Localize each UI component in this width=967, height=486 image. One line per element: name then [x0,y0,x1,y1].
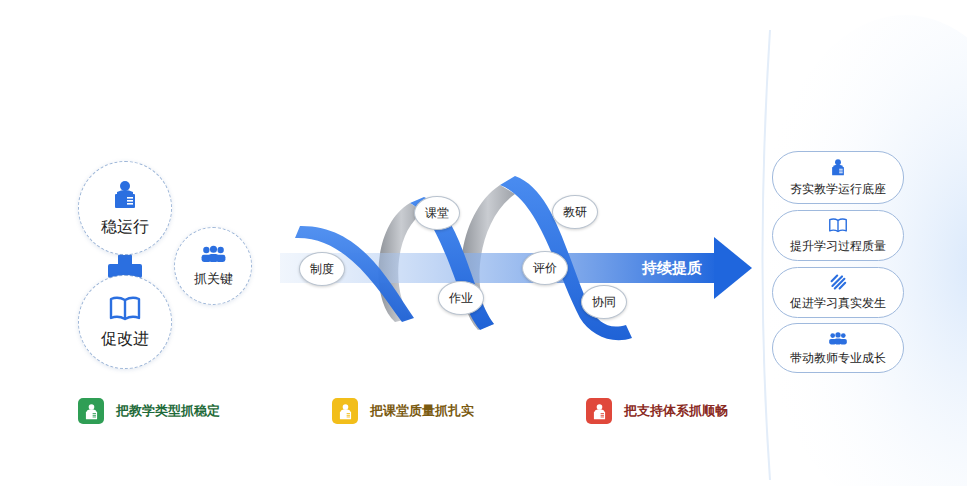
legend-text: 把教学类型抓稳定 [116,402,220,420]
legend-swatch [78,398,104,424]
node-text: 教研 [563,205,587,219]
node-text: 评价 [533,261,557,275]
legend-item: 把支持体系抓顺畅 [586,398,728,424]
legend-swatch [332,398,358,424]
spiral-tag: 制度 [299,252,345,286]
spiral-tag: 作业 [438,281,484,315]
outcome-pill: 促进学习真实发生 [772,267,904,318]
progress-band [280,253,718,283]
node-text: 制度 [310,262,334,276]
spiral-tag: 评价 [522,251,568,285]
circle-node: 抓关键 [174,227,252,305]
node-text: 促进学习真实发生 [790,296,886,310]
icon [108,179,142,213]
spiral-tag: 教研 [552,195,598,229]
node-text: 协同 [592,295,616,309]
legend-item: 把教学类型抓稳定 [78,398,220,424]
node-text: 带动教师专业成长 [790,351,886,365]
spiral-front [500,176,632,340]
icon [829,274,847,294]
node-text: 夯实教学运行底座 [790,182,886,196]
node-text: 作业 [449,291,473,305]
icon [200,245,227,267]
circle-node: 促改进 [78,275,172,369]
node-text: 课堂 [425,206,449,220]
legend-swatch [586,398,612,424]
legend-text: 把课堂质量抓扎实 [370,402,474,420]
node-text: 抓关键 [194,271,233,287]
band-label: 持续提质 [642,259,702,278]
node-text: 提升学习过程质量 [790,239,886,253]
outcome-pill: 带动教师专业成长 [772,323,904,373]
icon [828,330,848,349]
node-text: 稳运行 [101,217,149,236]
glow-background [755,15,967,486]
glow-edge [763,30,771,480]
node-text: 促改进 [101,329,149,348]
spiral-front [295,226,414,322]
outcome-pill: 夯实教学运行底座 [772,151,904,204]
icon [828,217,848,237]
legend-item: 把课堂质量抓扎实 [332,398,474,424]
spiral-front [410,197,494,330]
icon [828,158,848,180]
spiral-tag: 课堂 [414,196,460,230]
legend-text: 把支持体系抓顺畅 [624,402,728,420]
circle-node: 稳运行 [78,161,172,255]
spiral-tag: 协同 [581,285,627,319]
outcome-pill: 提升学习过程质量 [772,210,904,261]
icon [108,295,142,325]
arrow-head [714,237,752,299]
